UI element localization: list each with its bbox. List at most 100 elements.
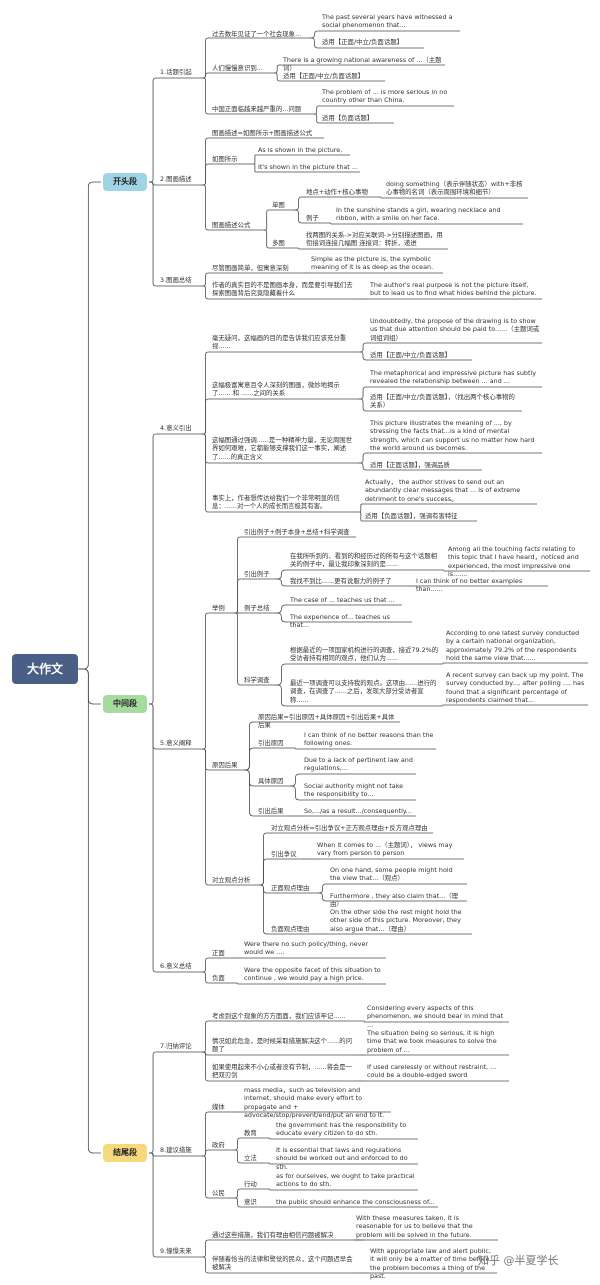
node-a2-2a[interactable]: As is shown in the picture, xyxy=(258,146,343,154)
node-a3-1a[interactable]: Simple as the picture is, the symbolic m… xyxy=(311,255,434,272)
node-a2-3s2a[interactable]: In the sunshine stands a girl, wearing n… xyxy=(336,206,501,223)
node-c8-3ca[interactable]: the public should enhance the consciousn… xyxy=(276,1198,435,1206)
node-c8-3[interactable]: 公民 xyxy=(212,1189,225,1197)
node-a2-2[interactable]: 如图所示 xyxy=(212,155,238,163)
node-a1-1a[interactable]: The past several years have witnessed a … xyxy=(322,13,453,30)
node-b5-r1a[interactable]: I can think of no better reasons than th… xyxy=(304,731,434,748)
node-a2-3s[interactable]: 单图 xyxy=(272,201,285,209)
node-b5-e3b[interactable]: 最近一项调查可以支持我的观点。这项由......进行的调查，在调查了......… xyxy=(290,679,437,704)
node-c9-2a[interactable]: With appropriate law and alert public, i… xyxy=(370,1247,491,1280)
node-c7-3a[interactable]: If used carelessly or without restraint,… xyxy=(367,1063,497,1080)
node-b4-4b[interactable]: 适用【负面话题】，强调有害特征 xyxy=(365,512,458,520)
node-c8-2la[interactable]: It is essential that laws and regulation… xyxy=(276,1146,408,1171)
node-b5-o2a[interactable]: On one hand, some people might hold the … xyxy=(330,866,453,883)
node-b5-r1[interactable]: 引出原因 xyxy=(258,739,284,747)
node-a2-2b[interactable]: It's shown in the picture that ... xyxy=(258,163,358,171)
section-opening[interactable]: 开头段 xyxy=(103,173,147,191)
node-b5[interactable]: 5.意义阐释 xyxy=(160,739,192,747)
node-c7-2a[interactable]: The situation being so serious, it is hi… xyxy=(367,1029,497,1054)
node-b4[interactable]: 4.意义引出 xyxy=(160,424,192,432)
node-c7-3[interactable]: 如果使用起来不小心或者没有节制，......将会是一把双刃剑 xyxy=(212,1063,352,1080)
section-body[interactable]: 中间段 xyxy=(103,695,147,713)
node-c8-1[interactable]: 媒体 xyxy=(212,1103,225,1111)
node-b5-o2[interactable]: 正面观点理由 xyxy=(271,884,310,892)
node-a3-1[interactable]: 尽管图画简单，但寓意深刻 xyxy=(212,264,289,272)
node-a1[interactable]: 1.话题引起 xyxy=(160,68,192,76)
node-c9[interactable]: 9.憧憬未来 xyxy=(160,1247,192,1255)
node-c8-2ea[interactable]: the government has the responsibility to… xyxy=(276,1121,407,1138)
node-b6-1a[interactable]: Were there no such policy/thing, never w… xyxy=(244,940,369,957)
node-b5-e3a-en[interactable]: According to one latest survey conducted… xyxy=(446,629,580,662)
node-c7[interactable]: 7.归纳评论 xyxy=(160,1042,192,1050)
node-b5-r2b[interactable]: Social authority might not take the resp… xyxy=(304,782,404,799)
node-b5-r[interactable]: 原因后果 xyxy=(212,761,238,769)
node-a2-3[interactable]: 图画描述公式 xyxy=(212,221,251,229)
node-b4-1b[interactable]: 适用【正面/中立/负面话题】 xyxy=(370,351,451,359)
node-a1-1[interactable]: 过去数年见证了一个社会现象... xyxy=(212,30,302,38)
node-b5-o1a[interactable]: When it comes to ...（主题词）， views may var… xyxy=(317,841,453,858)
node-c8-2[interactable]: 政府 xyxy=(212,1141,225,1149)
node-a1-2[interactable]: 人们慢慢意识到... xyxy=(212,64,263,72)
node-b5-o2b[interactable]: Furthermore , they also claim that...（理由… xyxy=(330,892,459,909)
node-b5-o0[interactable]: 对立观点分析=引出争议+正方观点理由+反方观点理由 xyxy=(271,824,428,832)
node-b5-e3b-en[interactable]: A recent survey can back up my point. Th… xyxy=(446,671,585,704)
node-a1-2a[interactable]: There is a growing national awareness of… xyxy=(283,56,442,73)
node-b5-e[interactable]: 举例 xyxy=(212,604,225,612)
node-c8-1a[interactable]: mass media，such as television and intern… xyxy=(244,1086,385,1119)
node-a2-3s2[interactable]: 例子 xyxy=(306,214,319,222)
node-c7-1[interactable]: 考虑到这个现象的方方面面，我们应该牢记...... xyxy=(212,1012,346,1020)
node-b5-e3[interactable]: 科学调查 xyxy=(244,676,270,684)
node-b6[interactable]: 6.意义总结 xyxy=(160,962,192,970)
node-a1-3[interactable]: 中国正面临越来越严重的...问题 xyxy=(212,105,302,113)
node-c8-2e[interactable]: 教育 xyxy=(244,1129,257,1137)
node-b4-3b[interactable]: 适用【正面话题】，强调品质 xyxy=(370,461,450,469)
node-b5-e3a[interactable]: 根据最近的一项国家机构进行的调查，接近79.2%的受访者持有相同的观点，他们认为… xyxy=(290,646,439,663)
node-b4-2b[interactable]: 适用【正面/中立/负面话题】，（找出两个核心事物的关系） xyxy=(370,393,515,410)
node-b5-e2a[interactable]: The case of ... teaches us that ... xyxy=(290,596,395,604)
node-c9-2[interactable]: 伴随着恰当的法律和警觉的民众，这个问题迟早会被解决 xyxy=(212,1255,353,1272)
node-a2-3s1[interactable]: 地点+动作+核心事物 xyxy=(306,188,368,196)
node-b5-e2[interactable]: 例子总结 xyxy=(244,604,270,612)
node-b4-3[interactable]: 这幅图通过强调......是一种精神力量，无论周围世界如何艰难，它都能够支撑我们… xyxy=(212,436,352,461)
node-a2-3m[interactable]: 多图 xyxy=(272,239,285,247)
node-b5-e2b[interactable]: The experience of... teaches us that... xyxy=(290,613,390,630)
root-node[interactable]: 大作文 xyxy=(12,654,78,684)
node-b5-o3[interactable]: 负面观点理由 xyxy=(271,925,310,933)
node-b5-o1[interactable]: 引出争议 xyxy=(271,850,297,858)
node-b5-o[interactable]: 对立观点分析 xyxy=(212,876,251,884)
node-b5-e1b[interactable]: 我找不到比......更有说服力的例子了 xyxy=(290,577,392,585)
node-b6-2a[interactable]: Were the opposite facet of this situatio… xyxy=(244,966,381,983)
node-a3-2[interactable]: 作者的真实目的不是图画本身，而是要引导我们去探索图画背后究竟隐藏着什么 xyxy=(212,281,353,298)
node-c8-3aa[interactable]: as for ourselves, we ought to take pract… xyxy=(276,1172,415,1189)
node-c9-1[interactable]: 通过这些措施，我们有理由相信问题被解决 xyxy=(212,1231,334,1239)
node-b4-4a[interactable]: Actually， the author strives to send out… xyxy=(365,478,521,503)
node-b6-1[interactable]: 正面 xyxy=(212,949,225,957)
node-c7-2[interactable]: 情况如此危急，是时候采取措施解决这个......的问题了 xyxy=(212,1037,352,1054)
node-c9-1a[interactable]: With these measures taken, it is reasona… xyxy=(356,1214,473,1239)
node-a1-3b[interactable]: 适用【负面话题】 xyxy=(322,114,374,122)
node-a1-2b[interactable]: 适用【正面/中立/负面话题】 xyxy=(283,72,364,80)
node-a2-1[interactable]: 图画描述=如图所示+图画描述公式 xyxy=(212,129,313,137)
node-b5-e0[interactable]: 引出例子+例子本身+总结+科学调查 xyxy=(244,528,350,536)
node-b4-3a[interactable]: This picture illustrates the meaning of … xyxy=(370,419,535,452)
node-b6-2[interactable]: 负面 xyxy=(212,974,225,982)
node-b5-e1a[interactable]: 在我所听到的、看到的和经历过的所有与这个话题相关的例子中，最让我印象深刻的是..… xyxy=(290,552,437,569)
node-b5-e1b-en[interactable]: I can think of no better examples than..… xyxy=(416,577,523,594)
node-b5-r3[interactable]: 引出后果 xyxy=(258,807,284,815)
node-a3-2a[interactable]: The author's real purpose is not the pic… xyxy=(370,281,537,298)
node-c8-3a[interactable]: 行动 xyxy=(244,1180,257,1188)
node-a2-3s1a[interactable]: doing something（表示伴随状态）with+非核心事物的名词（表示周… xyxy=(386,180,523,197)
node-c7-1a[interactable]: Considering every aspects of this phenom… xyxy=(367,1004,504,1029)
node-b4-1a[interactable]: Undoubtedly, the propose of the drawing … xyxy=(370,317,540,342)
node-b5-r0[interactable]: 原因后果=引出原因+具体原因+引出后果+具体后果 xyxy=(258,713,395,730)
node-a3[interactable]: 3.图画总结 xyxy=(160,276,192,284)
node-b5-r3a[interactable]: So,.../as a result.../consequently... xyxy=(304,807,412,815)
node-a1-1b[interactable]: 适用【正面/中立/负面话题】 xyxy=(322,38,403,46)
node-c8-2l[interactable]: 立法 xyxy=(244,1154,257,1162)
node-b4-2[interactable]: 这幅极富寓意且令人深刻的图画，微妙地揭示了...... 和 ......之间的关… xyxy=(212,381,340,398)
node-c8-3c[interactable]: 意识 xyxy=(244,1198,257,1206)
node-b4-2a[interactable]: The metaphorical and impressive picture … xyxy=(370,369,537,386)
node-a1-3a[interactable]: The problem of ... is more serious in no… xyxy=(322,88,448,105)
node-a2[interactable]: 2.图画描述 xyxy=(160,175,192,183)
section-ending[interactable]: 结尾段 xyxy=(103,1144,147,1162)
